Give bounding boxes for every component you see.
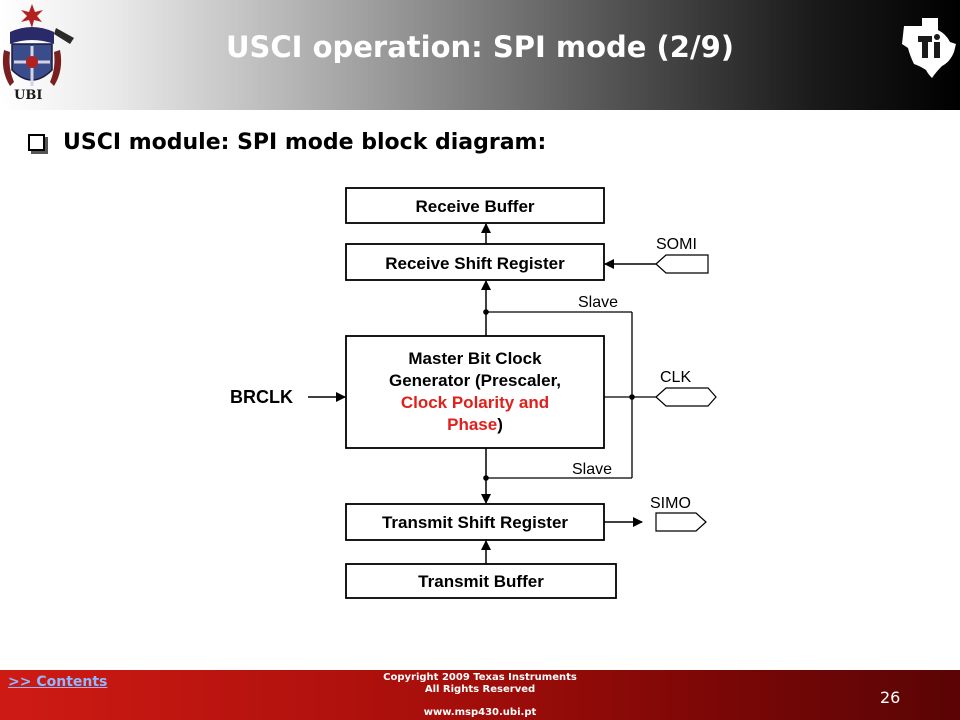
checkbox-bullet-icon — [28, 134, 45, 151]
bullet-item: USCI module: SPI mode block diagram: — [28, 130, 546, 155]
bullet-text: USCI module: SPI mode block diagram: — [63, 130, 547, 155]
copyright-notice: Copyright 2009 Texas Instruments All Rig… — [330, 672, 630, 696]
simo-port-icon — [655, 512, 707, 532]
somi-port-icon — [655, 254, 709, 274]
receive-buffer-label: Receive Buffer — [415, 197, 534, 216]
clk-label: CLK — [660, 369, 691, 386]
contents-link[interactable]: >> Contents — [8, 674, 108, 690]
master-clock-label-line3: Clock Polarity and — [401, 393, 549, 412]
slide-title: USCI operation: SPI mode (2/9) — [225, 30, 735, 64]
ubi-crest-icon — [2, 4, 74, 86]
clk-port-icon — [655, 387, 717, 407]
copyright-line-2: All Rights Reserved — [424, 684, 536, 695]
transmit-buffer-label: Transmit Buffer — [418, 572, 544, 591]
transmit-shift-register-label: Transmit Shift Register — [382, 513, 568, 532]
receive-buffer-block — [345, 187, 605, 224]
slide-footer: >> Contents Copyright 2009 Texas Instrum… — [0, 670, 960, 720]
transmit-buffer-block — [345, 563, 617, 599]
master-clock-label-line1: Master Bit Clock — [408, 349, 542, 368]
spi-block-diagram: Receive Buffer Receive Shift Register Ma… — [230, 187, 717, 599]
brclk-label: BRCLK — [230, 387, 293, 407]
master-clock-label-line4-group: Phase) — [447, 415, 503, 434]
ubi-logo-label: UBI — [14, 88, 43, 103]
slave-label-bottom: Slave — [572, 461, 612, 478]
master-clock-label-line4-suffix: ) — [497, 415, 503, 434]
somi-label: SOMI — [656, 236, 697, 253]
junction-dot-clk — [629, 394, 635, 400]
copyright-line-1: Copyright 2009 Texas Instruments — [383, 672, 577, 683]
receive-shift-register-label: Receive Shift Register — [385, 254, 565, 273]
master-bit-clock-generator-block — [345, 335, 605, 449]
website-url: www.msp430.ubi.pt — [423, 707, 537, 718]
master-clock-label-line2: Generator (Prescaler, — [389, 371, 561, 390]
master-clock-label-line4: Phase — [447, 415, 497, 434]
slave-label-top: Slave — [578, 294, 618, 311]
texas-instruments-logo-icon — [902, 18, 956, 78]
receive-shift-register-block — [345, 243, 605, 281]
page-number: 26 — [880, 688, 901, 707]
slide-header: UBI USCI operation: SPI mode (2/9) — [0, 0, 960, 110]
simo-label: SIMO — [650, 495, 691, 512]
